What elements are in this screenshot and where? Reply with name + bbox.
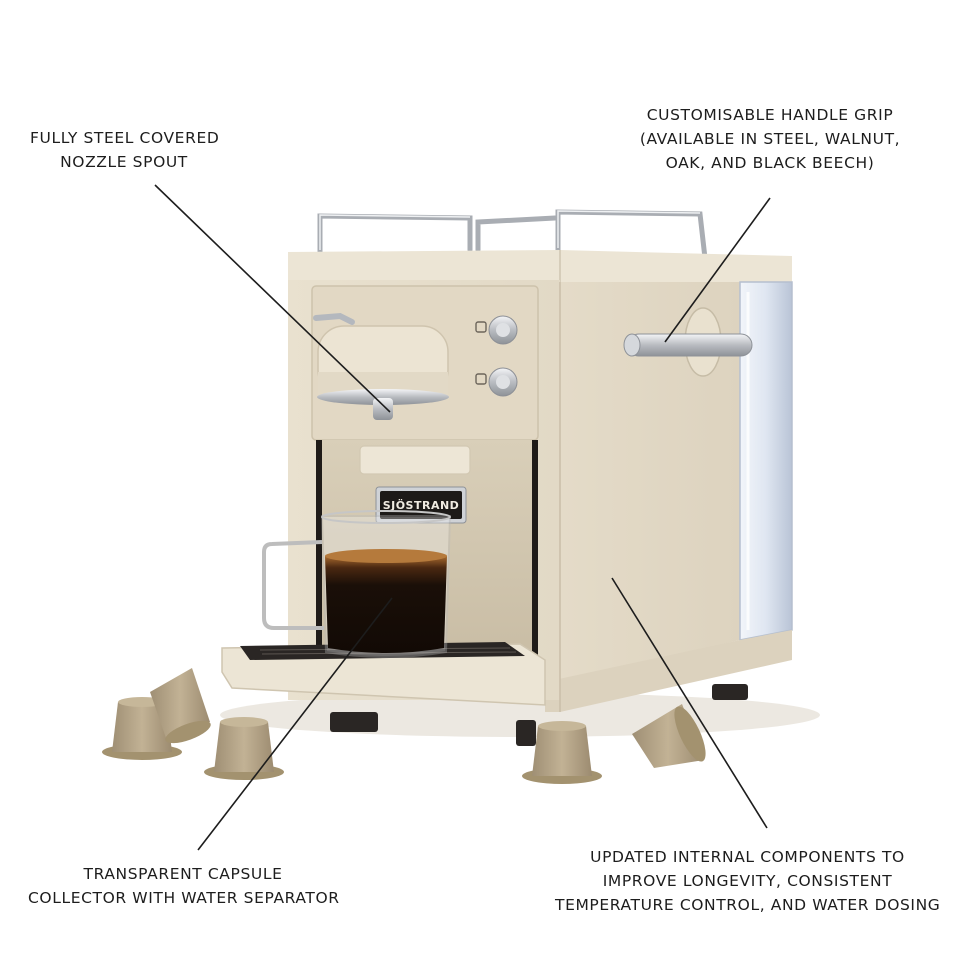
callout-nozzle: FULLY STEEL COVERED NOZZLE SPOUT: [30, 126, 220, 174]
callout-internal-line-2: IMPROVE LONGEVITY, CONSISTENT: [602, 872, 893, 890]
capsule: [204, 717, 284, 780]
capsule-slot: [359, 445, 471, 475]
side-base: [545, 630, 792, 712]
handle-grip: [623, 307, 753, 377]
leader-line-capsule: [197, 597, 393, 851]
foot: [330, 712, 378, 732]
callout-handle-line-3: OAK, AND BLACK BEECH): [665, 154, 875, 172]
brand-plate-text: SJÖSTRAND: [383, 498, 460, 512]
leader-line-handle: [664, 197, 771, 343]
callout-handle-line-2: (AVAILABLE IN STEEL, WALNUT,: [639, 130, 901, 148]
callout-handle: CUSTOMISABLE HANDLE GRIP (AVAILABLE IN S…: [630, 103, 910, 175]
callout-internal-line-3: TEMPERATURE CONTROL, AND WATER DOSING: [555, 896, 941, 914]
callout-nozzle-line-1: FULLY STEEL COVERED: [30, 129, 220, 147]
machine-top: [288, 250, 792, 282]
callout-capsule-line-1: TRANSPARENT CAPSULE: [83, 865, 283, 883]
callout-nozzle-line-2: NOZZLE SPOUT: [60, 153, 188, 171]
callout-capsule-line-2: COLLECTOR WITH WATER SEPARATOR: [28, 889, 340, 907]
leader-lines: [154, 184, 771, 851]
callout-internal: UPDATED INTERNAL COMPONENTS TO IMPROVE L…: [555, 845, 940, 917]
capsule: [522, 721, 602, 784]
leader-line-internal: [611, 577, 768, 829]
drip-tray: [221, 643, 546, 706]
capsule: [632, 704, 706, 768]
side-panel: [560, 282, 740, 682]
callout-handle-line-1: CUSTOMISABLE HANDLE GRIP: [646, 106, 894, 124]
callout-internal-line-1: UPDATED INTERNAL COMPONENTS TO: [590, 848, 905, 866]
capsule: [102, 697, 182, 760]
callout-capsule: TRANSPARENT CAPSULE COLLECTOR WITH WATER…: [28, 862, 340, 910]
leader-line-nozzle: [154, 184, 391, 413]
capsule: [150, 668, 211, 744]
foot: [516, 720, 536, 746]
foot: [712, 684, 748, 700]
control-buttons: [475, 315, 518, 397]
nozzle-spout: [317, 389, 449, 405]
